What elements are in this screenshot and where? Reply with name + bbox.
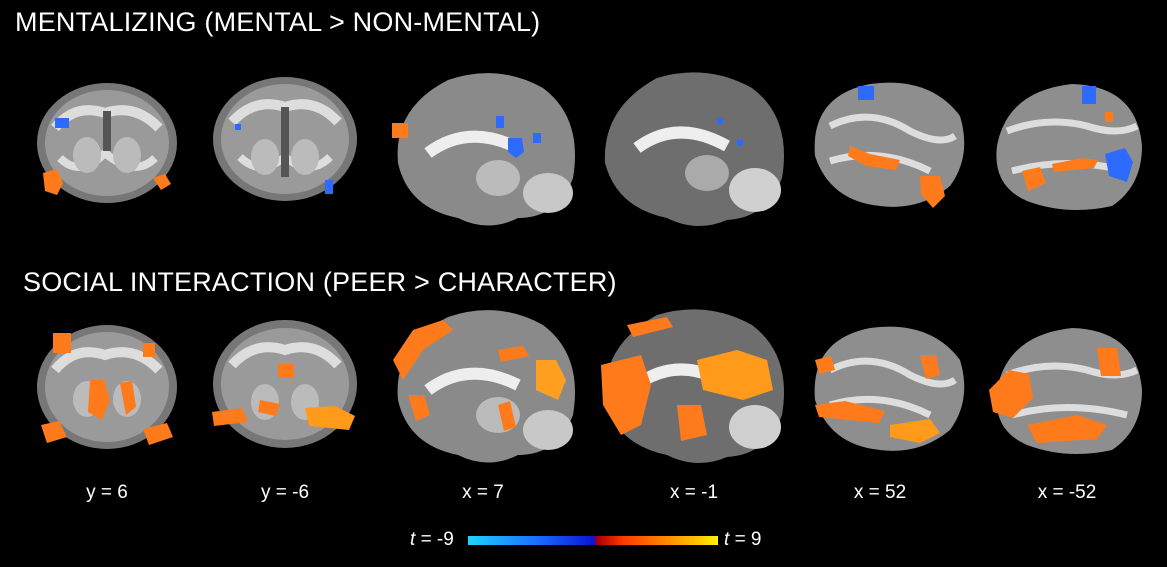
activation-blob [278, 364, 294, 378]
colorbar-gradient [468, 536, 718, 545]
row2-sagittal-x52-image [814, 326, 965, 451]
activation-blob [258, 400, 280, 416]
activation-blob [1022, 167, 1046, 191]
row2-coronal-y-6-image [212, 320, 357, 448]
slice-label: x = 7 [462, 482, 504, 503]
row1-coronal-y6-image [37, 83, 177, 203]
activation-blob [627, 317, 673, 337]
activation-blob [815, 401, 885, 423]
activation-blob [235, 124, 241, 130]
activation-blob [717, 118, 723, 124]
activation-blob [496, 116, 504, 128]
activation-blob [1097, 348, 1121, 376]
colorbar-stat-symbol: t [410, 529, 416, 550]
activation-blob [1105, 148, 1133, 182]
activation-blob [120, 381, 136, 415]
activation-blob [143, 343, 155, 357]
row2-sagittal-x-52 [987, 320, 1147, 460]
slice-label: x = -52 [1037, 482, 1097, 503]
activation-blob [858, 86, 874, 100]
colorbar-max-label: t = 9 [724, 529, 762, 551]
row1-sagittal-x-52 [987, 76, 1147, 216]
activation-blob [392, 123, 408, 138]
row1-sagittal-x52-image [814, 82, 965, 208]
brain-slice [37, 83, 177, 203]
row1-sagittal-x-1-image [604, 72, 784, 227]
brain-slice [37, 325, 177, 449]
activation-blob [677, 405, 707, 441]
colorbar-stat-symbol: t [724, 529, 730, 550]
activation-blob [408, 395, 430, 421]
row2-sagittal-x7 [388, 305, 583, 475]
activation-blob [153, 174, 171, 190]
activation-blob [393, 320, 453, 380]
brain-slice [397, 73, 575, 226]
brain-slice [996, 84, 1142, 210]
activation-blob [88, 380, 110, 420]
slice-label: x = -1 [669, 482, 719, 503]
activation-blob [43, 169, 63, 195]
activation-blob [212, 408, 248, 426]
activation-blob [508, 138, 524, 158]
activation-blob [815, 356, 835, 374]
row1-sagittal-x52 [810, 76, 970, 216]
row2-sagittal-x-52-image [989, 328, 1142, 454]
activation-blob [325, 180, 333, 194]
row1-coronal-y6 [35, 83, 180, 208]
activation-blob [848, 146, 900, 170]
row1-sagittal-x-52-image [996, 84, 1142, 210]
activation-blob [1082, 86, 1096, 104]
slice-label: y = 6 [86, 482, 128, 503]
colorbar-max-value: = 9 [734, 529, 762, 550]
brain-slice [397, 310, 575, 463]
activation-blob [498, 346, 529, 362]
activation-blob [53, 333, 71, 353]
brain-slice [213, 320, 357, 448]
row2-sagittal-x-1-image [601, 309, 784, 464]
activation-blob [536, 360, 566, 400]
row1-sagittal-x-1 [597, 68, 792, 233]
activation-blob [305, 406, 355, 430]
brain-slice [604, 72, 784, 227]
row1-coronal-y-6-image [213, 77, 357, 201]
row2-coronal-y6 [35, 325, 180, 455]
row1-sagittal-x7-image [392, 73, 575, 226]
row1-coronal-y-6 [210, 77, 360, 212]
activation-blob [498, 401, 516, 431]
activation-blob [601, 355, 651, 435]
brain-slice [814, 326, 965, 451]
slice-label: x = 52 [853, 482, 907, 503]
activation-blob [989, 370, 1033, 418]
activation-blob [41, 421, 67, 443]
row2-sagittal-x52 [810, 320, 970, 460]
brain-slice [213, 77, 357, 201]
activation-blob [1052, 158, 1098, 172]
slice-label: y = -6 [260, 482, 310, 503]
activation-blob [920, 176, 945, 208]
activation-blob [1105, 112, 1113, 122]
row1-sagittal-x7 [388, 68, 583, 233]
activation-blob [533, 133, 541, 143]
activation-blob [1027, 415, 1107, 443]
row2-sagittal-x-1 [597, 305, 792, 475]
activation-blob [920, 355, 940, 379]
activation-blob [143, 423, 173, 445]
row2-coronal-y-6 [210, 320, 360, 460]
activation-blob [737, 140, 743, 146]
row2-coronal-y6-image [37, 325, 177, 449]
activation-blob [697, 350, 773, 400]
activation-blob [55, 118, 69, 128]
colorbar-min-value: = -9 [420, 529, 454, 550]
colorbar-min-label: t = -9 [410, 529, 454, 551]
row2-sagittal-x7-image [393, 310, 575, 463]
activation-blob [890, 419, 940, 443]
row1-title: MENTALIZING (MENTAL > NON-MENTAL) [15, 7, 541, 37]
row2-title: SOCIAL INTERACTION (PEER > CHARACTER) [23, 267, 617, 297]
colorbar: t = -9 t = 9 [400, 527, 780, 559]
